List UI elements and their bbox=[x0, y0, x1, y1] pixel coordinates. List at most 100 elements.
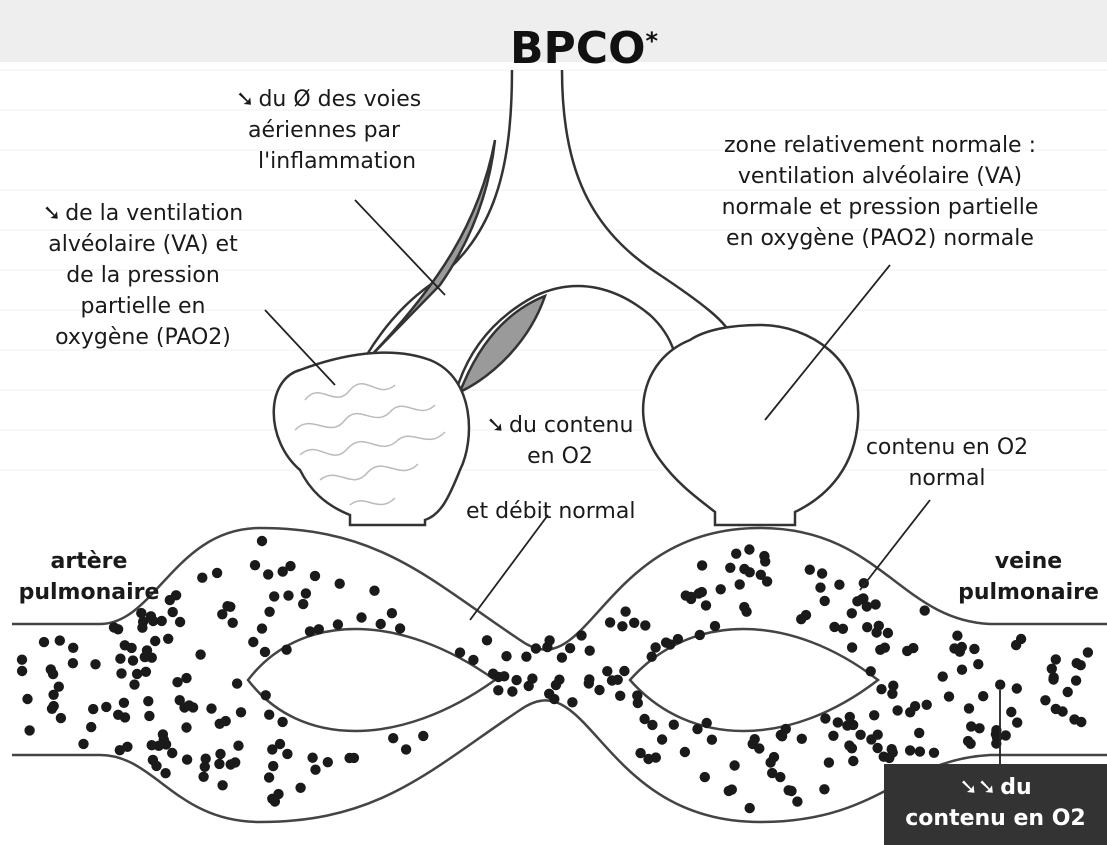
blood-dot bbox=[594, 685, 604, 695]
blood-dot bbox=[870, 599, 880, 609]
blood-dot bbox=[701, 600, 711, 610]
blood-dot bbox=[268, 761, 278, 771]
blood-dot bbox=[824, 757, 834, 767]
blood-dot bbox=[729, 760, 739, 770]
blood-dot bbox=[952, 631, 962, 641]
blood-dot bbox=[132, 669, 142, 679]
blood-dot bbox=[305, 626, 315, 636]
blood-dot bbox=[673, 634, 683, 644]
label-normal-content-line-1: contenu en O2 bbox=[852, 432, 1042, 463]
blood-dot bbox=[833, 717, 843, 727]
blood-dot bbox=[157, 616, 167, 626]
blood-dot bbox=[344, 753, 354, 763]
blood-dot bbox=[181, 673, 191, 683]
blood-dot bbox=[759, 551, 769, 561]
blood-dot bbox=[584, 674, 594, 684]
label-normal-zone: zone relativement normale : ventilation … bbox=[690, 130, 1070, 254]
blood-dot bbox=[277, 717, 287, 727]
blood-dot bbox=[295, 783, 305, 793]
blood-dot bbox=[602, 666, 612, 676]
blood-dot bbox=[264, 710, 274, 720]
leader-normal-flow bbox=[470, 515, 548, 620]
blood-dot bbox=[820, 713, 830, 723]
blood-dot bbox=[511, 675, 521, 685]
label-pulmonary-artery: artère pulmonaire bbox=[14, 546, 164, 608]
blood-dot bbox=[137, 623, 147, 633]
blood-dot bbox=[834, 580, 844, 590]
blood-dot bbox=[767, 768, 777, 778]
blood-dot bbox=[969, 644, 979, 654]
label-airway-line-1: du Ø des voies bbox=[258, 87, 421, 112]
blood-dot bbox=[692, 724, 702, 734]
blood-dot bbox=[143, 696, 153, 706]
blood-dot bbox=[1083, 647, 1093, 657]
blood-dot bbox=[716, 584, 726, 594]
blood-dot bbox=[148, 755, 158, 765]
label-normal-content: contenu en O2 normal bbox=[852, 432, 1042, 494]
blood-dot bbox=[507, 686, 517, 696]
blood-dot bbox=[745, 567, 755, 577]
blood-dot bbox=[232, 678, 242, 688]
blood-dot bbox=[314, 624, 324, 634]
blood-dot bbox=[651, 752, 661, 762]
blood-dot bbox=[88, 704, 98, 714]
blood-dot bbox=[468, 655, 478, 665]
blood-dot bbox=[735, 579, 745, 589]
blood-dot bbox=[938, 671, 948, 681]
blood-dot bbox=[819, 784, 829, 794]
blood-dot bbox=[160, 768, 170, 778]
blood-dot bbox=[222, 601, 232, 611]
blood-dot bbox=[762, 576, 772, 586]
blood-dot bbox=[212, 568, 222, 578]
blood-dot bbox=[866, 666, 876, 676]
blood-dot bbox=[531, 643, 541, 653]
blood-dot bbox=[828, 731, 838, 741]
blood-dot bbox=[401, 744, 411, 754]
blood-dot bbox=[873, 730, 883, 740]
blood-dot bbox=[455, 647, 465, 657]
blood-dot bbox=[418, 731, 428, 741]
blood-dot bbox=[115, 654, 125, 664]
label-artery-line-1: artère bbox=[14, 546, 164, 577]
blood-dot bbox=[549, 694, 559, 704]
blood-dot bbox=[995, 680, 1005, 690]
vessel-outer-top-edge bbox=[12, 528, 1107, 650]
blood-dot bbox=[922, 700, 932, 710]
label-low-content-line-2: en O2 bbox=[470, 441, 650, 472]
blood-dot bbox=[657, 734, 667, 744]
blood-dot bbox=[499, 671, 509, 681]
blood-dot bbox=[150, 636, 160, 646]
blood-dot bbox=[842, 720, 852, 730]
label-normal-zone-line-3: normale et pression partielle bbox=[690, 192, 1070, 223]
blood-dot bbox=[281, 645, 291, 655]
blood-dot bbox=[17, 666, 27, 676]
blood-dot bbox=[141, 667, 151, 677]
blood-dot bbox=[86, 722, 96, 732]
blood-dot bbox=[195, 649, 205, 659]
blood-dot bbox=[129, 679, 139, 689]
label-artery-line-2: pulmonaire bbox=[14, 577, 164, 608]
blood-dot bbox=[695, 630, 705, 640]
blood-dot bbox=[22, 694, 32, 704]
blood-dot bbox=[887, 744, 897, 754]
blood-dot bbox=[201, 754, 211, 764]
blood-dot bbox=[875, 645, 885, 655]
blood-dot bbox=[395, 623, 405, 633]
blood-dot bbox=[369, 586, 379, 596]
strong-decrease-callout: ➘➘du contenu en O2 bbox=[884, 764, 1107, 845]
blood-dot bbox=[482, 635, 492, 645]
blood-dot bbox=[797, 734, 807, 744]
blood-dot bbox=[17, 655, 27, 665]
blood-dot bbox=[576, 630, 586, 640]
blood-dot bbox=[905, 745, 915, 755]
label-low-vent-line-3: de la pression bbox=[14, 260, 272, 291]
blood-dot bbox=[335, 579, 345, 589]
blood-dot bbox=[876, 684, 886, 694]
blood-dot bbox=[257, 536, 267, 546]
label-low-content-line-1: du contenu bbox=[509, 413, 633, 438]
blood-dot bbox=[944, 691, 954, 701]
blood-dot bbox=[765, 757, 775, 767]
blood-dot bbox=[493, 685, 503, 695]
blood-dot bbox=[1049, 672, 1059, 682]
